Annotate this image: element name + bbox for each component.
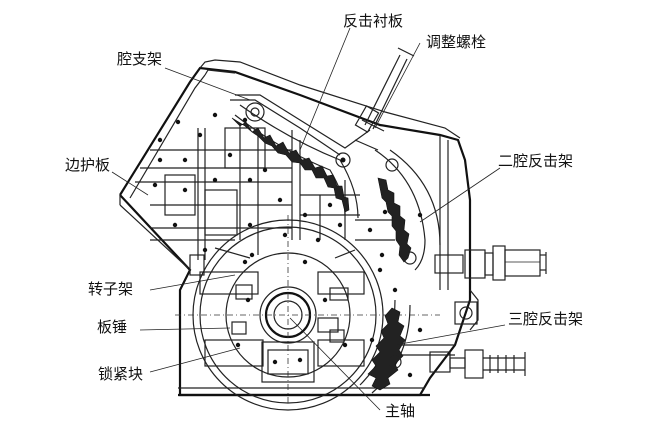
adjusting-bolt [354, 47, 415, 151]
label-rotor-frame: 转子架 [88, 280, 134, 298]
side-guard-plate-grid [135, 112, 395, 260]
label-side-guard-plate: 边护板 [65, 156, 111, 174]
third-cavity-impact-frame [359, 299, 455, 394]
label-blow-bar: 板锤 [97, 318, 128, 336]
rotor-assembly [175, 215, 440, 411]
label-adjusting-bolt: 调整螺栓 [426, 33, 487, 51]
label-impact-liner-plate: 反击衬板 [343, 12, 404, 30]
leader-lines [111, 27, 506, 411]
label-locking-block: 锁紧块 [98, 365, 144, 383]
label-third-cavity-impact-frame: 三腔反击架 [508, 310, 584, 328]
impact-liner-plate-teeth [230, 94, 371, 219]
upper-hydraulic-cylinder [434, 245, 547, 281]
housing-outline [119, 59, 479, 397]
label-cavity-support-frame: 腔支架 [117, 50, 163, 68]
label-second-cavity-impact-frame: 二腔反击架 [498, 152, 574, 170]
lower-adjusting-assembly [429, 301, 526, 379]
label-main-shaft: 主轴 [385, 402, 416, 420]
second-cavity-impact-frame [374, 149, 441, 293]
